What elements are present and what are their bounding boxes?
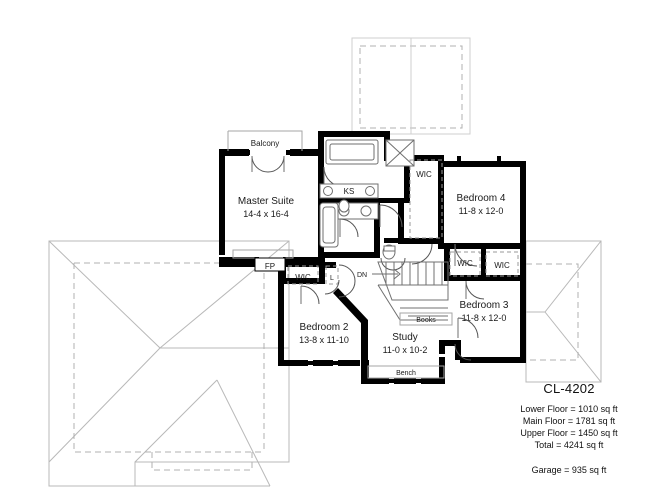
master-suite-label: Master Suite [238, 196, 295, 207]
balcony-label: Balcony [251, 139, 279, 148]
bedroom-4-dimensions: 11-8 x 12-0 [459, 206, 504, 216]
area-total: Total = 4241 sq ft [534, 440, 604, 450]
study-builtins [367, 312, 453, 379]
master-wic [409, 159, 443, 239]
master-wic-label: WIC [416, 170, 432, 179]
fireplace [232, 249, 294, 272]
staircase [372, 261, 449, 321]
bedroom-3-wic-left-label: WIC [457, 259, 473, 268]
plan-code: CL-4202 [543, 381, 595, 396]
bedroom-3-label: Bedroom 3 [460, 300, 509, 311]
books-shelf-label: Books [416, 317, 436, 324]
bedroom-2-closets [287, 265, 339, 285]
bedroom-2-label: Bedroom 2 [300, 322, 349, 333]
knee-space-label: KS [344, 187, 355, 196]
master-bath-fixtures [319, 139, 415, 260]
stairs-direction-label: DN [357, 272, 367, 279]
window-markers [220, 150, 526, 383]
area-garage: Garage = 935 sq ft [531, 465, 607, 475]
bedroom-3-door-swing [465, 280, 485, 300]
fireplace-label: FP [265, 262, 275, 271]
bedroom-3-dimensions: 11-8 x 12-0 [462, 313, 507, 323]
bedroom-2-dimensions: 13-8 x 11-10 [299, 335, 349, 345]
study-label: Study [392, 332, 418, 343]
title-block: CL-4202 Lower Floor = 1010 sq ft Main Fl… [489, 381, 649, 475]
study-door-swing [457, 317, 479, 339]
roof-left-hip [48, 240, 290, 487]
linen-closet-label: L [330, 275, 334, 282]
area-upper-floor: Upper Floor = 1450 sq ft [520, 428, 618, 438]
bedroom-2-wic-label: WIC [295, 273, 311, 282]
bath-door-swing [339, 218, 359, 238]
master-suite-dimensions: 14-4 x 16-4 [243, 209, 289, 219]
area-lower-floor: Lower Floor = 1010 sq ft [520, 404, 618, 414]
area-main-floor: Main Floor = 1781 sq ft [522, 416, 616, 426]
study-dimensions: 11-0 x 10-2 [383, 345, 428, 355]
bedroom-3-closets [449, 251, 519, 277]
roof-right-hip [525, 240, 602, 383]
bench-label: Bench [396, 370, 416, 377]
bedroom-4-label: Bedroom 4 [457, 193, 506, 204]
balcony-outline [227, 130, 303, 173]
roof-upper-overhang [351, 37, 471, 135]
walls [219, 131, 526, 384]
bedroom-2-door-swing [300, 285, 320, 305]
bedroom-3-wic-right-label: WIC [494, 261, 510, 270]
